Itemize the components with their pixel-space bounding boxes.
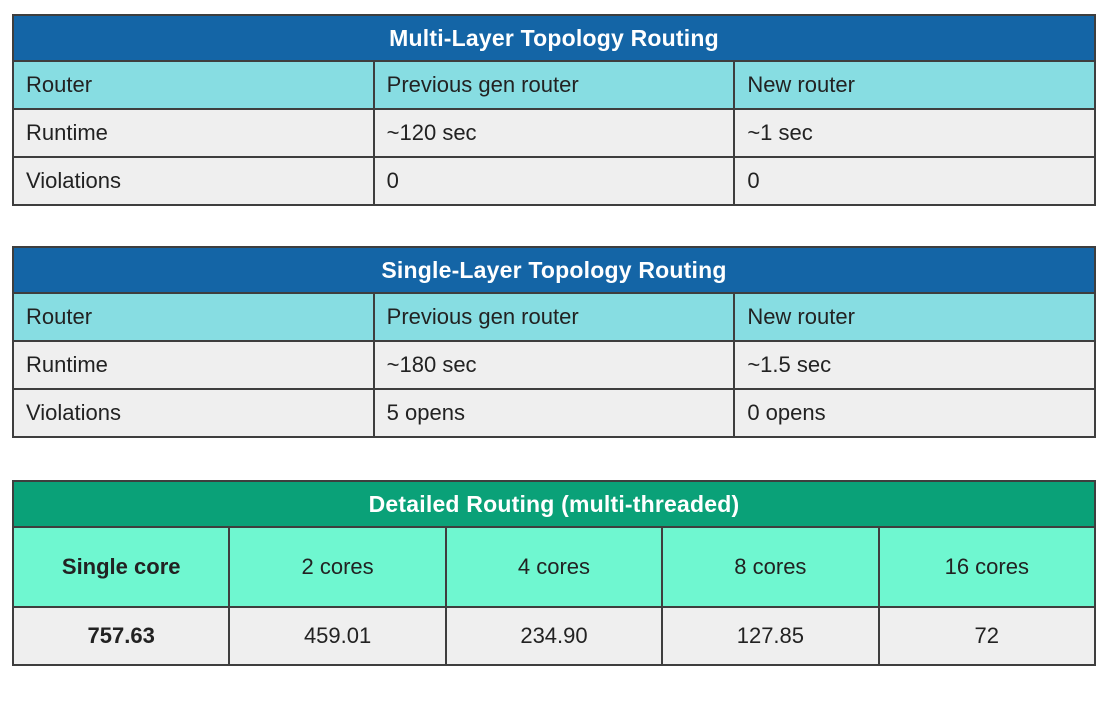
column-header-4-cores: 4 cores [444,526,664,608]
column-header-row: Single core 2 cores 4 cores 8 cores 16 c… [11,526,1097,608]
column-header-router: Router [12,60,375,110]
cell-violations-new: 0 opens [733,388,1096,438]
table-row-violations: Violations 5 opens 0 opens [12,388,1096,438]
single-layer-table-title: Single-Layer Topology Routing [12,246,1096,294]
table-row-violations: Violations 0 0 [12,156,1096,206]
results-slide: Multi-Layer Topology Routing Router Prev… [0,14,1108,714]
column-header-row: Router Previous gen router New router [12,60,1096,110]
column-header-new-router: New router [733,60,1096,110]
detailed-routing-table: Detailed Routing (multi-threaded) Single… [11,480,1097,666]
column-header-2-cores: 2 cores [228,526,447,608]
cell-runtime-new: ~1.5 sec [733,340,1096,390]
column-header-router: Router [12,292,375,342]
cell-4-cores-runtime: 234.90 [444,606,664,666]
column-header-16-cores: 16 cores [877,526,1097,608]
cell-single-core-runtime: 757.63 [11,606,231,666]
cell-runtime-previous: ~120 sec [372,108,736,158]
column-header-8-cores: 8 cores [661,526,880,608]
cell-runtime-previous: ~180 sec [372,340,736,390]
cell-2-cores-runtime: 459.01 [228,606,447,666]
detailed-routing-table-title: Detailed Routing (multi-threaded) [12,480,1096,528]
cell-violations-new: 0 [733,156,1096,206]
multi-layer-table-title: Multi-Layer Topology Routing [12,14,1096,62]
row-label-runtime: Runtime [12,340,375,390]
column-header-single-core: Single core [11,526,231,608]
cell-violations-previous: 5 opens [372,388,736,438]
single-layer-topology-table: Single-Layer Topology Routing Router Pre… [12,246,1096,438]
table-row-runtime: Runtime ~120 sec ~1 sec [12,108,1096,158]
column-header-new-router: New router [733,292,1096,342]
row-label-runtime: Runtime [12,108,375,158]
table-title-row: Single-Layer Topology Routing [12,246,1096,294]
table-row-runtimes: 757.63 459.01 234.90 127.85 72 [11,606,1097,666]
table-title-row: Detailed Routing (multi-threaded) [12,480,1096,528]
column-header-previous-gen-router: Previous gen router [372,292,736,342]
cell-8-cores-runtime: 127.85 [661,606,880,666]
row-label-violations: Violations [12,156,375,206]
cell-16-cores-runtime: 72 [877,606,1097,666]
column-header-row: Router Previous gen router New router [12,292,1096,342]
cell-runtime-new: ~1 sec [733,108,1096,158]
cell-violations-previous: 0 [372,156,736,206]
table-title-row: Multi-Layer Topology Routing [12,14,1096,62]
multi-layer-topology-table: Multi-Layer Topology Routing Router Prev… [12,14,1096,206]
table-row-runtime: Runtime ~180 sec ~1.5 sec [12,340,1096,390]
row-label-violations: Violations [12,388,375,438]
column-header-previous-gen-router: Previous gen router [372,60,736,110]
